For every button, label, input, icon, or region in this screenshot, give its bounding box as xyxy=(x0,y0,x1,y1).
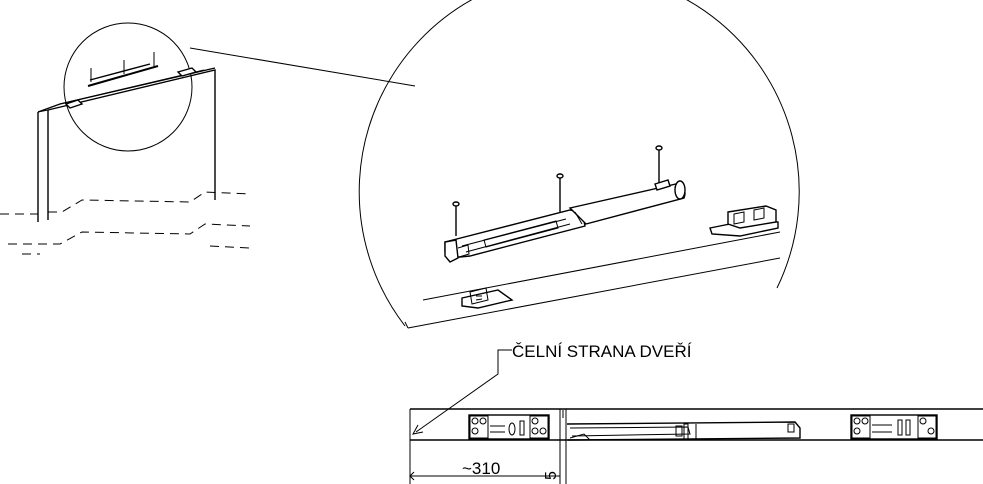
screws xyxy=(452,145,663,236)
door-overview xyxy=(0,67,251,255)
mounting-plate-left xyxy=(468,414,550,440)
bracket-left xyxy=(461,287,514,309)
plan-view xyxy=(409,408,983,484)
magnify-leader xyxy=(189,47,416,87)
front-side-leader xyxy=(415,349,512,433)
dimension-length: ~310 xyxy=(462,459,500,478)
magnify-circle-large xyxy=(358,0,800,329)
closer-plan xyxy=(566,421,801,441)
mounting-plate-right xyxy=(850,414,938,440)
door-closer xyxy=(444,179,686,263)
bracket-right xyxy=(709,205,779,237)
dimension-offset: 5 xyxy=(543,471,560,480)
magnify-circle-small xyxy=(63,22,198,152)
front-side-label: ČELNÍ STRANA DVEŘÍ xyxy=(512,342,692,361)
